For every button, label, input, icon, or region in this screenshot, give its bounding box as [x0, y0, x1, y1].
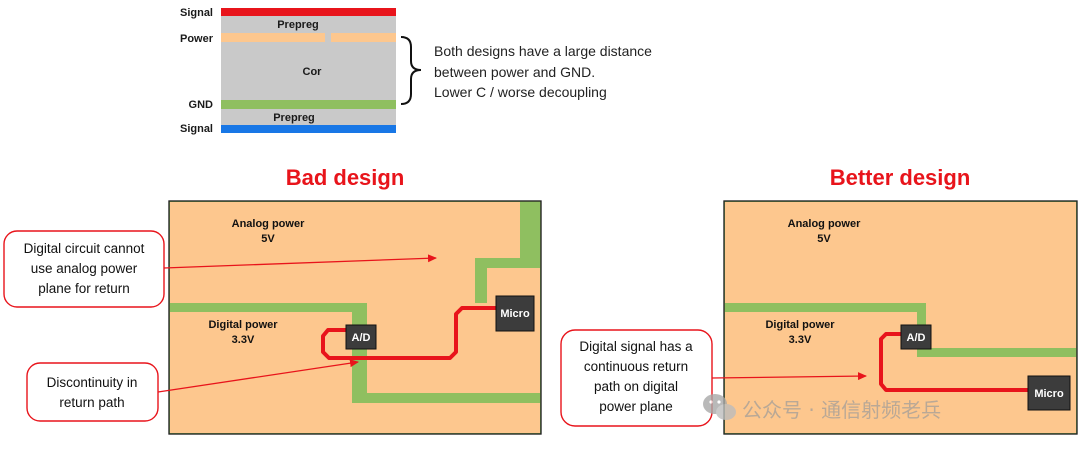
bad-digital-label: Digital power — [208, 319, 278, 331]
better-micro-label: Micro — [1034, 388, 1064, 400]
stackup-power-layer-left — [221, 33, 325, 42]
stackup-layer-core: Cor — [303, 66, 323, 78]
stackup-brace — [400, 36, 422, 105]
bad-callout-discontinuity-line2: return path — [59, 395, 124, 410]
better-micro-chip — [1027, 375, 1071, 411]
better-analog-power-plane — [725, 202, 1076, 348]
stackup-signal-top-layer — [221, 8, 396, 16]
bad-callout-discontinuity-line1: Discontinuity in — [47, 375, 138, 390]
bad-callout-discontinuity-box — [26, 362, 159, 422]
bad-callout-return-line2: use analog power — [31, 261, 138, 276]
bad-design-title: Bad design — [286, 165, 405, 190]
bad-analog-power-plane — [170, 202, 520, 303]
bad-micro-label: Micro — [500, 308, 530, 320]
stackup-prepreg-top — [221, 16, 396, 33]
stackup-prepreg-bottom — [221, 109, 396, 125]
stackup-label-gnd: GND — [189, 99, 214, 111]
stackup-signal-bottom-layer — [221, 125, 396, 133]
bad-signal-trace — [321, 306, 496, 360]
stackup-note-line1: Both designs have a large distance — [434, 43, 652, 59]
bad-board-outline — [168, 200, 542, 435]
bad-digital-power-plane — [170, 312, 540, 433]
better-callout-line1: Digital signal has a — [579, 339, 693, 354]
stackup: Signal Power GND Signal Prepreg Cor Prep… — [180, 7, 652, 135]
watermark-text: 公众号 · 通信射频老兵 — [742, 398, 941, 422]
stackup-label-signal-top: Signal — [180, 7, 213, 19]
bad-callout-discontinuity-arrow — [157, 359, 359, 393]
bad-design-panel: Bad design Analog power 5V Digital power… — [3, 165, 542, 435]
stackup-label-signal-bottom: Signal — [180, 123, 213, 135]
bad-callout-return-arrow — [163, 254, 437, 269]
better-design-panel: Better design Analog power 5V Digital po… — [560, 165, 1078, 435]
stackup-layer-prepreg-bottom: Prepreg — [273, 112, 315, 124]
stackup-note-line2: between power and GND. — [434, 64, 595, 80]
better-digital-voltage: 3.3V — [789, 334, 812, 346]
bad-analog-voltage: 5V — [261, 233, 275, 245]
better-callout-line4: power plane — [599, 399, 673, 414]
better-board-outline — [723, 200, 1078, 435]
better-adc-label: A/D — [907, 332, 926, 344]
bad-adc-label: A/D — [352, 332, 371, 344]
better-analog-voltage: 5V — [817, 233, 831, 245]
better-adc-chip — [900, 324, 932, 350]
stackup-layer-prepreg-top: Prepreg — [277, 19, 319, 31]
stackup-power-layer-right — [331, 33, 396, 42]
stackup-label-power: Power — [180, 33, 214, 45]
stackup-note-line3: Lower C / worse decoupling — [434, 84, 607, 100]
better-callout-line2: continuous return — [584, 359, 688, 374]
better-digital-label: Digital power — [765, 319, 835, 331]
bad-micro-chip — [495, 295, 535, 332]
bad-adc-chip — [345, 324, 377, 350]
bad-digital-voltage: 3.3V — [232, 334, 255, 346]
bad-callout-return-box — [3, 230, 165, 308]
better-callout-line3: path on digital — [594, 379, 678, 394]
stackup-power-split — [325, 33, 331, 42]
stackup-gnd-layer — [221, 100, 396, 109]
better-design-title: Better design — [830, 165, 971, 190]
better-signal-trace — [879, 332, 1028, 392]
better-digital-power-plane — [725, 312, 1076, 433]
bad-callout-return-line3: plane for return — [38, 281, 130, 296]
wechat-icon — [703, 394, 736, 420]
better-analog-label: Analog power — [788, 218, 861, 230]
better-callout-arrow — [711, 372, 867, 381]
bad-analog-label: Analog power — [232, 218, 305, 230]
bad-callout-return-line1: Digital circuit cannot — [24, 241, 145, 256]
stackup-core — [221, 42, 396, 100]
watermark: 公众号 · 通信射频老兵 — [703, 394, 941, 422]
